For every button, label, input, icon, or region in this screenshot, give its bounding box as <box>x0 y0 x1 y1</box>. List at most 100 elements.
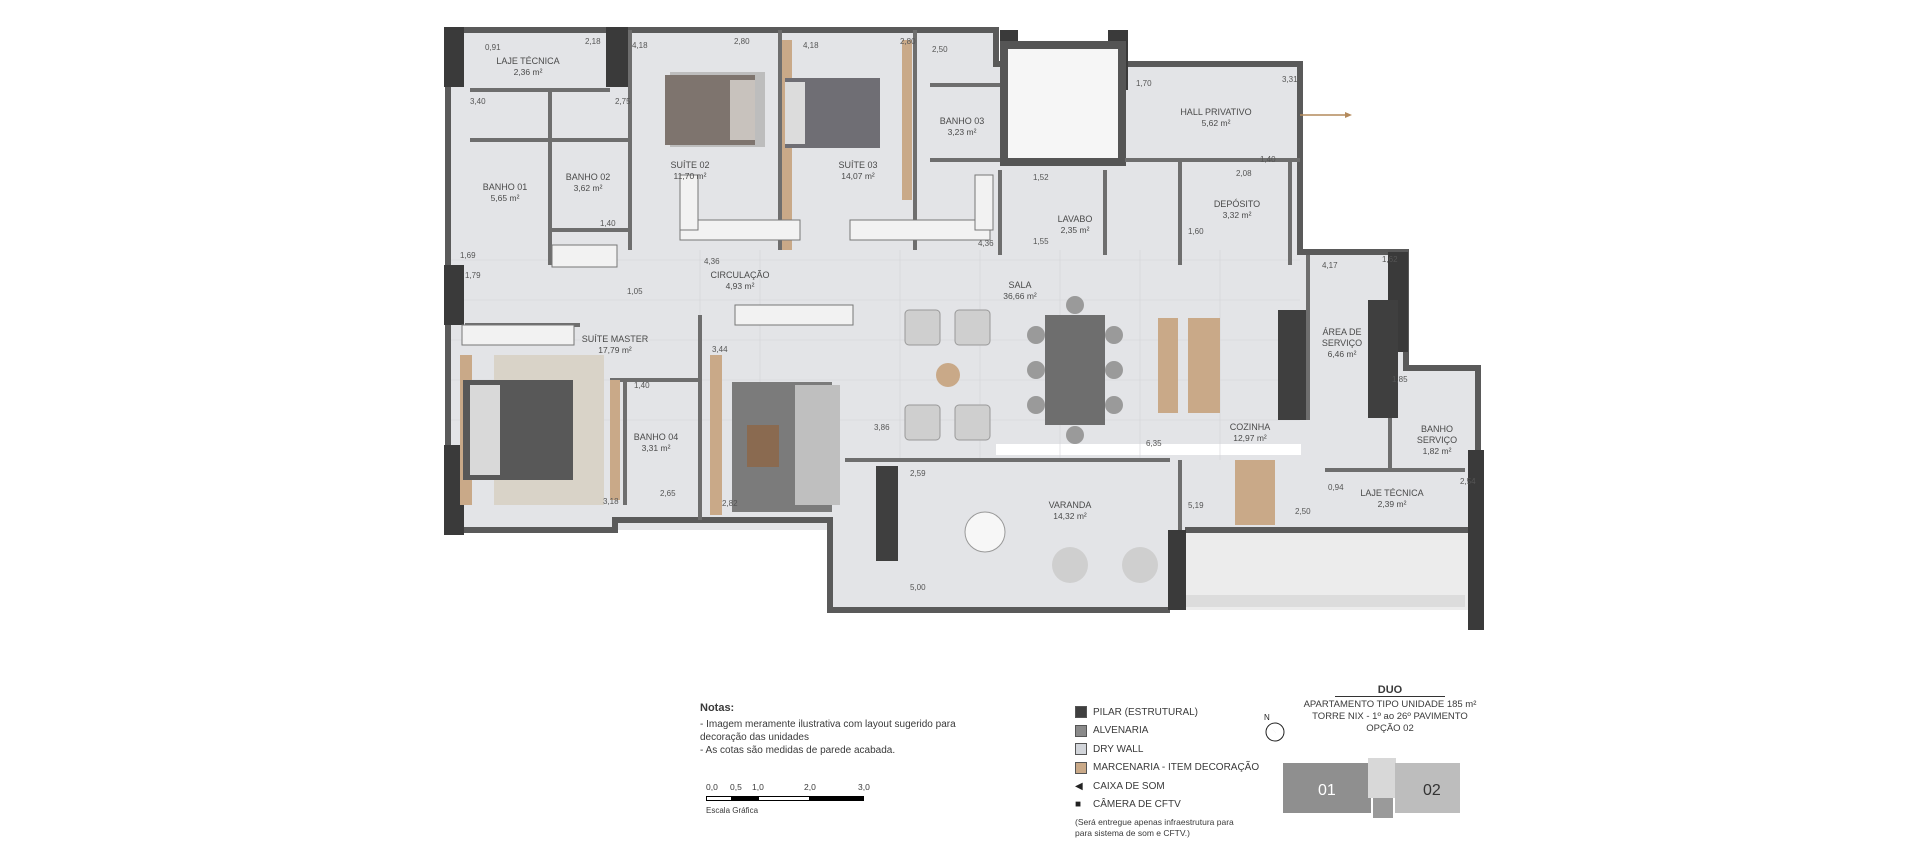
dimension-label: 2,50 <box>1295 507 1311 516</box>
keyplan-unit-label: 01 <box>1318 782 1336 799</box>
room-label-banho-01: BANHO 015,65 m² <box>483 182 528 203</box>
dimension-label: 1,40 <box>600 219 616 228</box>
dimension-label: 2,80 <box>900 37 916 46</box>
dimension-label: 2,75 <box>615 97 631 106</box>
sofa <box>795 385 840 505</box>
legend-swatch <box>1075 724 1087 737</box>
dimension-label: 0,91 <box>485 43 501 52</box>
room-name: SALA <box>1008 280 1031 290</box>
dimension-label: 1,40 <box>634 381 650 390</box>
room-name: SERVIÇO <box>1417 435 1457 445</box>
title-line: APARTAMENTO TIPO UNIDADE 185 m² <box>1303 699 1477 710</box>
keyplan-unit-label: 02 <box>1423 782 1441 799</box>
dimension-label: 0,94 <box>1328 483 1344 492</box>
dimension-label: 2,08 <box>1236 169 1252 178</box>
room-name: DEPÓSITO <box>1214 199 1260 209</box>
balcony-strip <box>1180 530 1470 610</box>
room-name: SUÍTE 02 <box>670 160 709 170</box>
room-area: 3,32 m² <box>1223 210 1252 220</box>
notes-heading: Notas: <box>700 702 735 714</box>
dimension-label: 1,69 <box>460 251 476 260</box>
graphic-scale: 0,0 0,5 1,0 2,0 3,0 Escala Gráfica <box>706 782 876 822</box>
dimension-label: 4,17 <box>1322 261 1338 270</box>
legend-swatch <box>1075 761 1087 774</box>
camera-icon: ■ <box>1075 799 1082 811</box>
room-name: LAJE TÉCNICA <box>496 56 559 66</box>
legend-item: DRY WALL <box>1075 740 1259 759</box>
room-area: 11,70 m² <box>674 171 707 181</box>
scale-label: 1,0 <box>752 782 764 792</box>
room-area: 3,62 m² <box>574 183 603 193</box>
dimension-label: 1,55 <box>1033 237 1049 246</box>
dimension-label: 2,80 <box>734 37 750 46</box>
scale-bar <box>758 796 810 801</box>
room-area: 3,23 m² <box>948 127 977 137</box>
room-name: LAJE TÉCNICA <box>1360 488 1423 498</box>
room-area: 36,66 m² <box>1003 291 1037 301</box>
legend-label: CAIXA DE SOM <box>1093 780 1165 792</box>
room-name: BANHO 03 <box>940 116 985 126</box>
title-line: OPÇÃO 02 <box>1366 723 1414 734</box>
room-name: BANHO 04 <box>634 432 679 442</box>
scale-bar <box>810 796 864 801</box>
dimension-label: 1,05 <box>627 287 643 296</box>
room-name: BANHO 01 <box>483 182 528 192</box>
armchairs <box>904 309 991 441</box>
room-name: SUÍTE 03 <box>838 160 877 170</box>
dimension-label: 2,54 <box>1460 477 1476 486</box>
dimension-label: 1,85 <box>1392 375 1408 384</box>
dimension-label: 1,40 <box>1260 155 1276 164</box>
room-area: 2,39 m² <box>1378 499 1407 509</box>
dimension-label: 2,65 <box>660 489 676 498</box>
north-arrow-icon: N <box>1264 713 1285 742</box>
legend-swatch <box>1075 743 1087 756</box>
legend-item: ALVENARIA <box>1075 722 1259 741</box>
room-area: 2,35 m² <box>1061 225 1090 235</box>
speaker-icon: ◀ <box>1075 780 1083 792</box>
dimension-label: 4,36 <box>704 257 720 266</box>
bed-suite-02 <box>665 75 755 145</box>
legend-label: CÂMERA DE CFTV <box>1093 799 1181 811</box>
elevator-shaft <box>1000 41 1126 166</box>
legend-item: ◀ CAIXA DE SOM <box>1075 777 1259 796</box>
kitchen-counter <box>1278 310 1306 420</box>
dimension-label: 3,44 <box>712 345 728 354</box>
legend-label: MARCENARIA - ITEM DECORAÇÃO <box>1093 762 1260 774</box>
scale-bar <box>706 796 732 801</box>
notes-line: decoração das unidades <box>700 732 809 743</box>
room-name: ÁREA DE <box>1322 327 1361 337</box>
scale-label: 0,5 <box>730 782 742 792</box>
dimension-label: 3,40 <box>470 97 486 106</box>
scale-label: 2,0 <box>804 782 816 792</box>
scale-bar <box>732 796 758 801</box>
interior-walls <box>465 30 1465 530</box>
room-name: COZINHA <box>1230 422 1271 432</box>
dimension-label: 1,60 <box>1188 227 1204 236</box>
room-label-banho-04: BANHO 043,31 m² <box>634 432 679 453</box>
room-area: 5,62 m² <box>1202 118 1231 128</box>
balcony-lounge <box>1052 547 1158 583</box>
dimension-label: 1,52 <box>1033 173 1049 182</box>
room-area: 6,46 m² <box>1328 349 1357 359</box>
room-area: 14,07 m² <box>841 171 875 181</box>
room-name: VARANDA <box>1049 500 1092 510</box>
room-name: CIRCULAÇÃO <box>710 270 769 280</box>
key-plan: 01 02 <box>1283 758 1460 818</box>
legend-item: PILAR (ESTRUTURAL) <box>1075 703 1259 722</box>
title-line: TORRE NIX - 1º ao 26º PAVIMENTO <box>1312 711 1468 722</box>
dimension-label: 5,00 <box>910 583 926 592</box>
room-name: HALL PRIVATIVO <box>1180 107 1251 117</box>
balcony-table <box>964 511 1006 553</box>
notes-line: - As cotas são medidas de parede acabada… <box>700 745 896 756</box>
